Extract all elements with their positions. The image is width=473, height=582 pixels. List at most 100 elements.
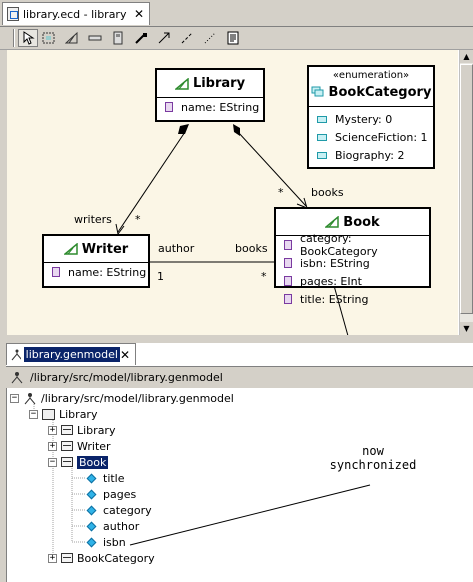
tree-feature-row[interactable]: author bbox=[86, 518, 139, 534]
writers-role-label: writers bbox=[74, 213, 112, 226]
tree-root-label: /library/src/model/library.genmodel bbox=[41, 391, 234, 405]
collapse-toggle-icon[interactable]: − bbox=[10, 392, 19, 403]
literal-row[interactable]: Biography: 2 bbox=[309, 146, 433, 164]
tree-feature-row[interactable]: category bbox=[86, 502, 152, 518]
eclass-tool-button[interactable] bbox=[62, 29, 82, 47]
tree-feature-row[interactable]: pages bbox=[86, 486, 136, 502]
attribute-label: category: BookCategory bbox=[300, 232, 378, 258]
select-tool-icon bbox=[23, 31, 35, 45]
attribute-row[interactable]: title: EString bbox=[276, 290, 429, 308]
ecd-file-icon bbox=[7, 7, 19, 21]
expand-toggle-icon[interactable]: + bbox=[48, 552, 57, 563]
eclass-book-name: Book bbox=[343, 214, 380, 230]
eclass-library[interactable]: Library name: EString bbox=[155, 68, 265, 122]
tab-library-ecd[interactable]: library.ecd - library ✕ bbox=[2, 2, 150, 25]
collapse-toggle-icon[interactable]: − bbox=[48, 456, 57, 467]
eclass-icon bbox=[63, 243, 78, 255]
eenum-bookcategory[interactable]: «enumeration» BookCategory Mystery: 0 Sc… bbox=[307, 65, 435, 169]
tree-package-label: Library bbox=[59, 407, 98, 421]
reference-tool-button[interactable] bbox=[131, 29, 151, 47]
eattribute-icon bbox=[284, 294, 292, 304]
tree-enum-label: BookCategory bbox=[77, 551, 155, 565]
enum-stereotype: «enumeration» bbox=[332, 70, 410, 81]
library-writers-reference[interactable] bbox=[117, 131, 186, 233]
eclass-library-name: Library bbox=[192, 76, 246, 91]
tree-feature-row[interactable]: isbn bbox=[86, 534, 126, 550]
marquee-tool-button[interactable] bbox=[39, 29, 59, 47]
expand-toggle-icon[interactable]: + bbox=[48, 440, 57, 451]
scroll-down-icon[interactable]: ▼ bbox=[460, 322, 473, 335]
note-tool-icon bbox=[227, 31, 239, 45]
epackage-tool-icon bbox=[113, 31, 123, 45]
eclass-book[interactable]: Book category: BookCategory isbn: EStrin… bbox=[274, 207, 431, 306]
tree-feature-row[interactable]: title bbox=[86, 470, 125, 486]
eenum-icon bbox=[311, 86, 324, 97]
genmodel-path-bar: /library/src/model/library.genmodel bbox=[6, 366, 473, 388]
attribute-row[interactable]: isbn: EString bbox=[276, 254, 429, 272]
annotation-text: now synchronized bbox=[318, 444, 428, 472]
eattribute-icon bbox=[284, 258, 292, 268]
canvas-vertical-scrollbar[interactable]: ▲ ▼ bbox=[459, 50, 473, 335]
eclass-icon bbox=[174, 77, 189, 90]
epackage-tool-button[interactable] bbox=[108, 29, 128, 47]
aggregation-tool-icon bbox=[158, 32, 170, 44]
genmodel-icon bbox=[11, 371, 23, 383]
tree-enum-row[interactable]: + BookCategory bbox=[48, 550, 155, 566]
tree-class-writer-row[interactable]: + Writer bbox=[48, 438, 111, 454]
expand-toggle-icon[interactable]: + bbox=[48, 424, 57, 435]
tree-class-library-row[interactable]: + Library bbox=[48, 422, 115, 438]
literal-row[interactable]: Mystery: 0 bbox=[309, 110, 433, 128]
tree-feature-label: author bbox=[103, 519, 140, 533]
attribute-row[interactable]: category: BookCategory bbox=[276, 232, 429, 258]
eenum-literal-icon bbox=[317, 151, 327, 159]
genclass-icon bbox=[61, 441, 73, 451]
close-icon[interactable]: ✕ bbox=[119, 347, 130, 362]
marquee-tool-icon bbox=[42, 32, 55, 44]
tree-class-book-row[interactable]: − Book bbox=[48, 454, 109, 470]
eattribute-tool-button[interactable] bbox=[85, 29, 105, 47]
library-books-reference[interactable] bbox=[237, 131, 307, 207]
tree-feature-label: category bbox=[103, 503, 152, 517]
genenum-icon bbox=[61, 553, 73, 563]
books-association-label: books bbox=[235, 242, 268, 255]
genclass-icon bbox=[61, 425, 73, 435]
tree-feature-label: title bbox=[103, 471, 125, 485]
annotation-line-1: now bbox=[362, 444, 384, 458]
dashed-line-tool-button[interactable] bbox=[177, 29, 197, 47]
literal-label: Mystery: 0 bbox=[335, 112, 393, 126]
note-tool-button[interactable] bbox=[223, 29, 243, 47]
tree-package-row[interactable]: − Library bbox=[29, 406, 97, 422]
reference-tool-icon bbox=[135, 33, 147, 44]
collapse-toggle-icon[interactable]: − bbox=[29, 408, 38, 419]
select-tool-button[interactable] bbox=[18, 29, 38, 47]
eenum-literal-icon bbox=[317, 133, 327, 141]
dashed-line-tool-icon bbox=[181, 32, 193, 44]
attribute-row[interactable]: name: EString bbox=[44, 263, 148, 281]
attribute-label: name: EString bbox=[68, 265, 147, 279]
aggregation-tool-button[interactable] bbox=[154, 29, 174, 47]
tree-class-label: Writer bbox=[77, 439, 111, 453]
attribute-row[interactable]: name: EString bbox=[157, 98, 263, 116]
tab-library-ecd-label: library.ecd - library bbox=[23, 7, 127, 21]
books-role-label: books bbox=[311, 186, 344, 199]
literal-row[interactable]: ScienceFiction: 1 bbox=[309, 128, 433, 146]
scroll-up-icon[interactable]: ▲ bbox=[460, 50, 473, 63]
eclass-writer-name: Writer bbox=[81, 241, 129, 257]
genmodel-tree[interactable] bbox=[6, 388, 473, 582]
tree-root-row[interactable]: − /library/src/model/library.genmodel bbox=[10, 390, 234, 406]
literal-label: ScienceFiction: 1 bbox=[335, 130, 428, 144]
editor-tab-bar: library.ecd - library ✕ bbox=[0, 0, 473, 27]
palette-toolbar bbox=[0, 27, 473, 50]
view-splitter[interactable] bbox=[0, 335, 473, 343]
close-icon[interactable]: ✕ bbox=[133, 7, 144, 21]
genmodel-icon bbox=[24, 392, 36, 404]
eclass-writer[interactable]: Writer name: EString bbox=[42, 234, 150, 288]
tab-library-genmodel[interactable]: library.genmodel ✕ bbox=[6, 343, 136, 365]
tree-feature-label: pages bbox=[103, 487, 137, 501]
eclass-icon bbox=[325, 216, 340, 228]
eattribute-icon bbox=[284, 276, 292, 286]
author-multiplicity: 1 bbox=[157, 270, 164, 283]
genclass-icon bbox=[61, 457, 73, 467]
attribute-row[interactable]: pages: EInt bbox=[276, 272, 429, 290]
